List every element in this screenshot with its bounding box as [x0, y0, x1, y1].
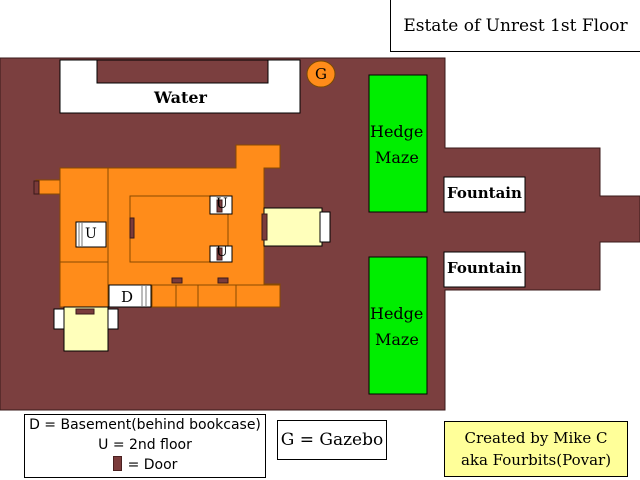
hedge-maze-bottom	[368, 256, 428, 395]
map-title: Estate of Unrest 1st Floor	[390, 0, 640, 52]
door	[261, 213, 268, 241]
door	[216, 199, 223, 213]
porch-east-steps	[319, 211, 331, 243]
credit-box: Created by Mike C aka Fourbits(Povar)	[444, 421, 628, 477]
legend-door-row: = Door	[25, 455, 265, 475]
gazebo-label: G	[315, 65, 327, 83]
door	[217, 277, 229, 284]
porch-east	[263, 207, 323, 247]
stairs-inner-bottom-label: U	[216, 244, 228, 260]
gazebo-key: G = Gazebo	[277, 420, 387, 460]
water-pool	[59, 59, 301, 114]
hedge-maze-bottom-label-1: Hedge	[370, 304, 424, 323]
fountain-bottom-label: Fountain	[447, 259, 522, 277]
porch-south-steps-left	[53, 308, 65, 330]
legend: D = Basement(behind bookcase) U = 2nd fl…	[24, 414, 266, 478]
door	[33, 180, 40, 195]
basement-treads	[141, 285, 147, 307]
basement-label: D	[121, 288, 134, 306]
door-swatch-icon	[112, 456, 122, 471]
hedge-maze-bottom-label-2: Maze	[375, 330, 419, 349]
fountain-top-label: Fountain	[447, 184, 522, 202]
stairs-left	[75, 221, 107, 248]
legend-upstairs: U = 2nd floor	[98, 437, 192, 453]
door	[216, 247, 223, 261]
basement-stairs	[108, 284, 152, 308]
porch-south-steps-right	[107, 308, 119, 330]
credit-line-2: aka Fourbits(Povar)	[460, 451, 612, 469]
house-footprint	[35, 144, 281, 308]
doors	[33, 180, 268, 315]
legend-door: = Door	[127, 457, 178, 473]
door	[75, 308, 95, 315]
stairs-left-treads	[78, 222, 83, 247]
water-label: Water	[154, 88, 207, 107]
hedge-maze-top-label-2: Maze	[375, 148, 419, 167]
fountain-bottom-box	[443, 251, 526, 288]
stairs-left-label: U	[85, 226, 97, 242]
gazebo	[306, 60, 336, 88]
stairs-inner-top-label: U	[216, 196, 228, 212]
door	[129, 217, 135, 239]
credit-line-1: Created by Mike C	[464, 429, 608, 447]
hedge-maze-top-label-1: Hedge	[370, 122, 424, 141]
door	[171, 277, 183, 284]
legend-basement: D = Basement(behind bookcase)	[29, 417, 261, 433]
hedge-maze-top	[368, 74, 428, 213]
fountain-top-box	[443, 176, 526, 213]
